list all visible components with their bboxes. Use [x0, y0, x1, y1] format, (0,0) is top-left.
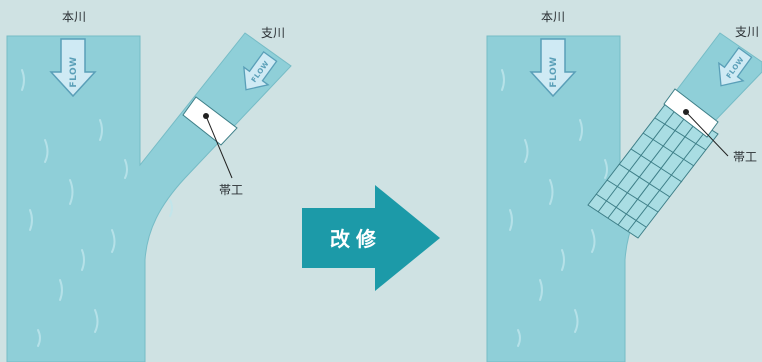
after-main-flow-label: FLOW	[549, 56, 559, 87]
after-band-work-label: 帯工	[733, 150, 757, 164]
after-panel: FLOW FLOW	[486, 10, 762, 362]
before-main-flow-arrow: FLOW	[50, 38, 96, 97]
after-band-work-leader	[685, 111, 729, 157]
before-water-ripples	[21, 69, 173, 347]
after-tributary-label: 支川	[735, 25, 759, 39]
transition-arrow: 改修	[302, 185, 440, 291]
after-main-river-label: 本川	[541, 10, 565, 24]
after-water-ripples	[501, 69, 608, 347]
before-band-work	[182, 96, 238, 146]
before-panel: FLOW FLOW 本川 支川 帯工	[6, 10, 292, 362]
after-grid-revetment	[587, 101, 719, 239]
after-band-work	[663, 88, 719, 138]
before-main-river-label: 本川	[62, 10, 86, 24]
after-main-flow-arrow: FLOW	[530, 38, 576, 97]
before-band-work-leader	[205, 115, 233, 179]
before-main-flow-label: FLOW	[69, 56, 79, 87]
transition-label: 改修	[330, 227, 382, 251]
before-tributary-label: 支川	[261, 26, 285, 40]
before-band-work-label: 帯工	[219, 183, 243, 197]
